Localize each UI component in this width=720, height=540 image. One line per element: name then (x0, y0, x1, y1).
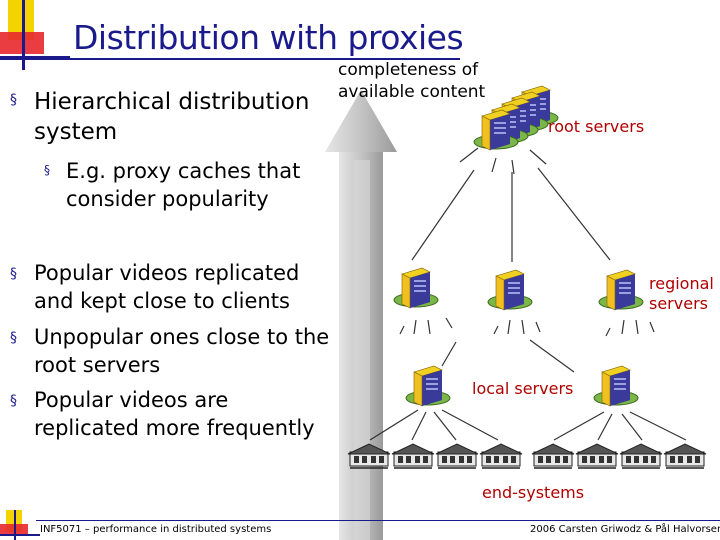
bullet-marker: § (10, 330, 17, 346)
bullet-popular-line2: and kept close to clients (34, 289, 290, 313)
regional-server-icon (487, 269, 533, 311)
root-server-stack (473, 85, 559, 151)
local-server-icon (405, 365, 451, 407)
bullet-frequent-line2: replicated more frequently (34, 416, 315, 440)
local-links (369, 409, 687, 441)
footer-authors: 2006 Carsten Griwodz & Pål Halvorsen (530, 524, 720, 535)
local-servers-label: local servers (472, 379, 574, 398)
regional-servers-label-line2: servers (649, 294, 708, 313)
bullet-hierarchical-line1: Hierarchical distribution (34, 89, 310, 115)
regional-links (399, 317, 655, 373)
regional-server-icon (598, 269, 644, 311)
footer-course: INF5071 – performance in distributed sys… (40, 524, 272, 535)
bullet-marker: § (10, 266, 17, 282)
arrow-label-line2: available content (338, 82, 486, 102)
bullet-marker: § (10, 393, 17, 409)
root-links (411, 147, 611, 262)
regional-server-icon (393, 267, 439, 309)
bullet-marker: § (44, 163, 50, 177)
footer-decoration (0, 510, 40, 540)
local-server-icon (593, 365, 639, 407)
end-systems-label: end-systems (482, 483, 585, 502)
bullet-hierarchical-line2: system (34, 119, 118, 145)
bullet-marker: § (10, 92, 17, 108)
root-servers-label: root servers (548, 117, 645, 136)
subbullet-proxy-line1: E.g. proxy caches that (66, 159, 301, 183)
bullet-popular-line1: Popular videos replicated (34, 261, 300, 285)
corner-decoration (0, 0, 70, 70)
end-system-row (347, 443, 707, 469)
arrow-label-line1: completeness of (338, 60, 479, 80)
bullet-unpopular-line2: root servers (34, 353, 161, 377)
title-underline (0, 58, 460, 60)
subbullet-proxy-line2: consider popularity (66, 187, 269, 211)
bullet-unpopular-line1: Unpopular ones close to the (34, 325, 330, 349)
content-arrow (325, 90, 397, 540)
page-title: Distribution with proxies (73, 18, 464, 57)
footer-rule (36, 520, 720, 521)
regional-servers-label-line1: regional (649, 274, 714, 293)
bullet-frequent-line1: Popular videos are (34, 388, 229, 412)
